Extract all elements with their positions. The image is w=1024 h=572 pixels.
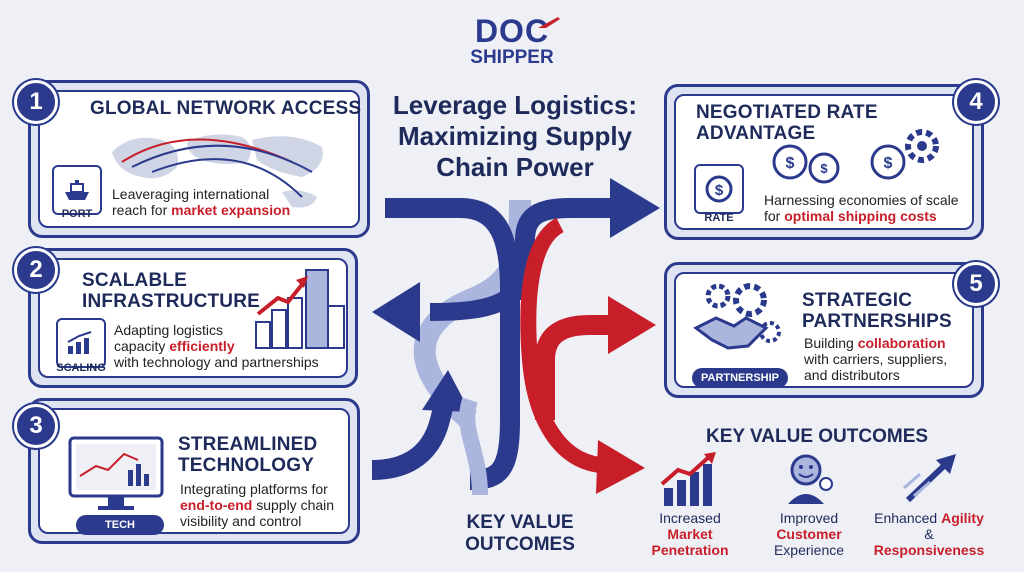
svg-text:$: $ [715, 182, 724, 199]
card-2-title: SCALABLE INFRASTRUCTURE [82, 270, 261, 312]
logo-doc: DOC [474, 13, 550, 49]
monitor-chart-icon [68, 436, 164, 510]
port-label: PORT [61, 208, 93, 220]
badge-1: 1 [14, 80, 58, 124]
outcomes-heading: KEY VALUE OUTCOMES [706, 426, 929, 447]
handshake-gears-icon [693, 283, 781, 350]
center-outcomes-label: KEY VALUE OUTCOMES [465, 512, 575, 555]
logo: DOC SHIPPER [462, 14, 562, 82]
card-2-desc: Adapting logistics capacity efficiently … [114, 322, 319, 370]
rate-label: RATE [704, 212, 734, 224]
svg-text:$: $ [786, 155, 795, 172]
outcome-customer: Improved Customer Experience [773, 510, 845, 558]
scaling-label: SCALING [56, 362, 106, 374]
logo-shipper: SHIPPER [470, 47, 554, 68]
card-4-desc: Harnessing economies of scale for optima… [764, 192, 959, 224]
card-3-desc: Integrating platforms for end-to-end sup… [180, 481, 335, 529]
card-4-title: NEGOTIATED RATE ADVANTAGE [696, 102, 878, 144]
page-title: Leverage Logistics: Maximizing Supply Ch… [392, 90, 638, 182]
city-growth-icon [255, 269, 345, 349]
scaling-icon [56, 318, 106, 368]
svg-text:$: $ [820, 161, 828, 176]
customer-face-icon [788, 454, 833, 504]
card-5-title: STRATEGIC PARTNERSHIPS [802, 290, 952, 332]
port-icon [52, 165, 102, 215]
outcome-market: Increased Market Penetration [651, 510, 729, 558]
plane-icon [538, 17, 560, 28]
tech-label: TECH [76, 515, 164, 535]
badge-4: 4 [954, 80, 998, 124]
growth-chart-icon [660, 452, 716, 506]
card-5-desc: Building collaboration with carriers, su… [804, 335, 948, 383]
rate-icon: $ [694, 164, 744, 214]
badge-2: 2 [14, 248, 58, 292]
world-map-icon [112, 134, 323, 208]
outcome-agility: Enhanced Agility & Responsiveness [873, 510, 985, 558]
badge-3: 3 [14, 404, 58, 448]
card-3-title: STREAMLINED TECHNOLOGY [178, 434, 318, 476]
agility-arrow-icon [903, 454, 956, 503]
svg-text:$: $ [884, 155, 893, 172]
card-1-title: GLOBAL NETWORK ACCESS [90, 98, 362, 119]
card-1-desc: Leaveraging international reach for mark… [112, 186, 291, 218]
coins-gear-icon: $ $ $ [772, 129, 939, 184]
partnership-label: PARTNERSHIP [692, 368, 788, 388]
badge-5: 5 [954, 262, 998, 306]
